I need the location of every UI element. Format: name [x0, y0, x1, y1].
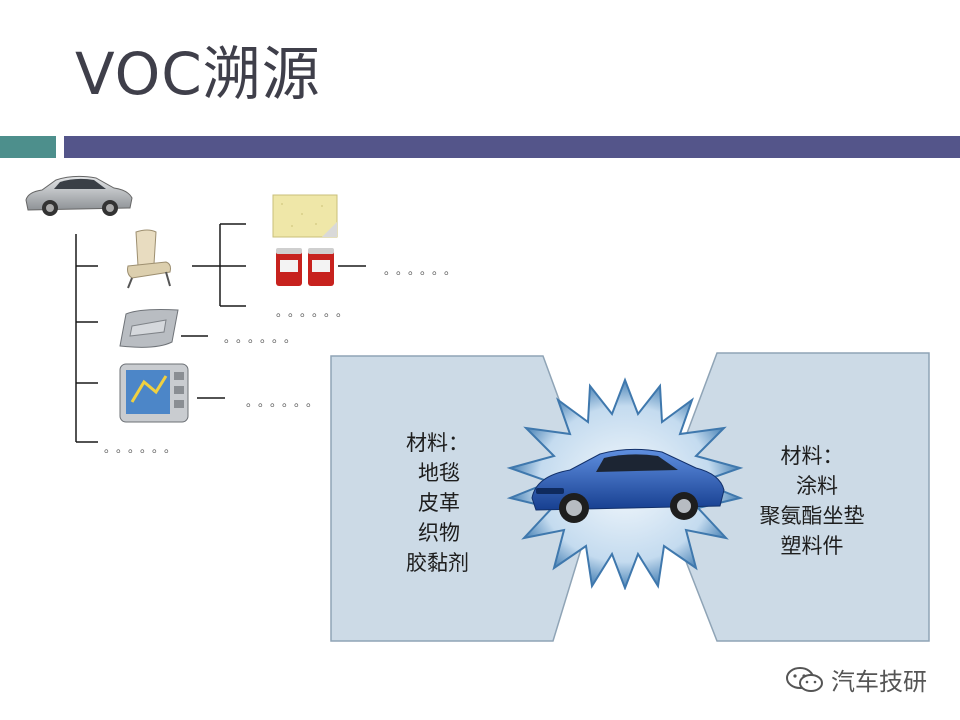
page-title: VOC溯源 [75, 40, 321, 108]
material-item: 织物 [418, 521, 460, 545]
more-items-ellipsis: 。。。。。。 [104, 441, 183, 455]
material-item: 涂料 [796, 474, 838, 498]
starburst-sports-car-icon [506, 377, 744, 590]
left-materials: 材料： 地毯 皮革 织物 胶黏剂 [406, 428, 526, 578]
watermark: 汽车技研 [785, 662, 927, 697]
leather-swatch-icon [272, 194, 338, 238]
nav-ellipsis: 。。。。。。 [246, 395, 325, 409]
navigation-device-icon [119, 363, 189, 423]
material-item: 胶黏剂 [406, 551, 469, 575]
material-item: 塑料件 [780, 534, 844, 558]
paint-cans-icon [276, 248, 334, 286]
door-trim-icon [119, 309, 179, 348]
header-bar [64, 136, 960, 158]
right-materials-heading: 材料： [780, 444, 844, 468]
watermark-text: 汽车技研 [831, 668, 927, 696]
material-item: 皮革 [418, 491, 460, 515]
wechat-icon [786, 666, 823, 692]
door-ellipsis: 。。。。。。 [224, 331, 303, 345]
material-item: 地毯 [418, 461, 460, 485]
car-seat-icon [127, 229, 171, 289]
right-materials: 材料： 涂料 聚氨酯坐垫 塑料件 [752, 441, 912, 561]
material-item: 聚氨酯坐垫 [759, 504, 865, 528]
paint-more-ellipsis: 。。。。。。 [384, 263, 463, 277]
sedan-car-icon [25, 175, 133, 216]
seat-more-ellipsis: 。。。。。。 [276, 305, 355, 319]
left-materials-heading: 材料： [406, 431, 469, 455]
header-accent-bar [0, 136, 56, 158]
